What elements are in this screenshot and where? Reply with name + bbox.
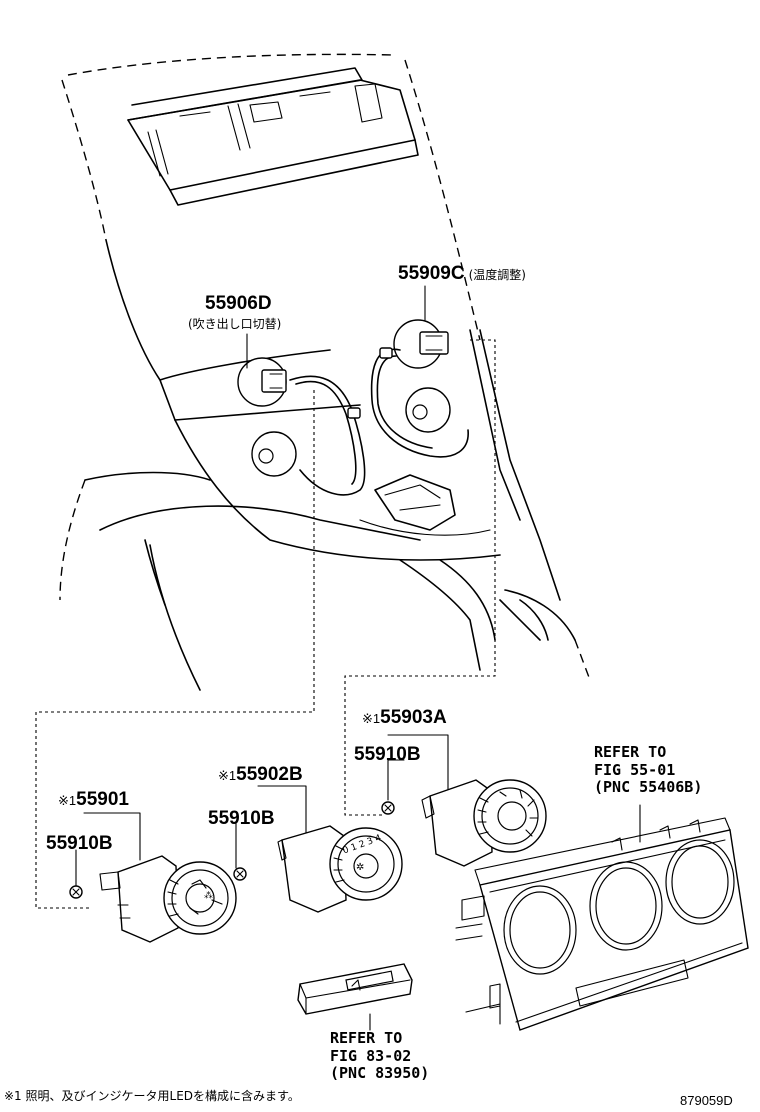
- fan-icon-text: ✲: [356, 862, 364, 873]
- part-number: 55909C: [398, 263, 465, 284]
- reference-line: REFER TO: [594, 743, 667, 761]
- reference-line: (PNC 55406B): [594, 778, 703, 797]
- figure-code: 879059D: [680, 1093, 733, 1108]
- fan-knob-55902B: ✲: [233, 825, 403, 913]
- part-number: 55906D: [205, 293, 272, 314]
- part-label-55902B: ※155902B: [218, 765, 303, 784]
- part-number: 55903A: [380, 707, 447, 728]
- part-number: 55910B: [208, 808, 275, 829]
- reference-line: FIG 55-01: [594, 760, 676, 779]
- dashboard-outline: [59, 53, 591, 691]
- part-note: (温度調整): [468, 268, 526, 282]
- heater-knob-55901: ⁂: [69, 855, 237, 943]
- part-number: 55910B: [354, 744, 421, 765]
- bulb-socket-harness: [237, 319, 469, 496]
- part-label-55910B-c: 55910B: [46, 834, 113, 853]
- part-mark: ※1: [218, 768, 237, 783]
- callout-frames: [35, 339, 496, 909]
- knob-grip-ridges: [167, 879, 179, 917]
- switch-83950: [297, 963, 413, 1015]
- part-mark: ※1: [362, 711, 381, 726]
- part-label-55903A: ※155903A: [362, 708, 447, 727]
- reference-line: FIG 83-02: [330, 1046, 412, 1065]
- footnote: ※1 照明、及びインジケータ用LEDを構成に含みます。: [4, 1089, 300, 1103]
- part-label-55906D: 55906D: [205, 294, 272, 313]
- control-panel-55406B: [455, 817, 749, 1031]
- part-label-55909C: 55909C(温度調整): [398, 264, 526, 283]
- part-label-55901: ※155901: [58, 790, 129, 809]
- leader-lines: [75, 285, 641, 1031]
- mode-icon-text: ⁂: [204, 890, 213, 901]
- reference-line: REFER TO: [330, 1029, 403, 1047]
- reference-switch: REFER TO FIG 83-02 (PNC 83950): [330, 1029, 430, 1083]
- part-number: 55901: [76, 789, 129, 810]
- part-mark: ※1: [58, 793, 77, 808]
- part-note-55906D: (吹き出し口切替): [188, 317, 282, 331]
- part-label-55910B-b: 55910B: [208, 809, 275, 828]
- reference-line: (PNC 83950): [330, 1064, 430, 1083]
- part-number: 55910B: [46, 833, 113, 854]
- part-number: 55902B: [236, 764, 303, 785]
- part-label-55910B-a: 55910B: [354, 745, 421, 764]
- reference-panel: REFER TO FIG 55-01 (PNC 55406B): [594, 743, 703, 797]
- temperature-knob-55903A: [381, 779, 547, 867]
